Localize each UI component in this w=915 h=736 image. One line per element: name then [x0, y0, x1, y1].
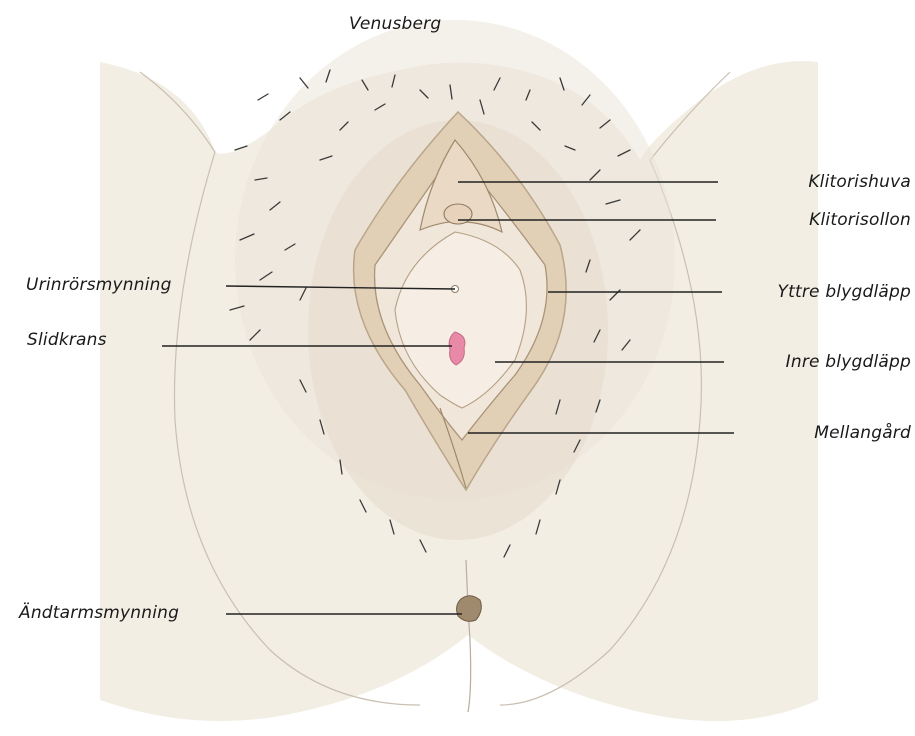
- vaginal-opening-shape: [449, 332, 465, 365]
- label-venusberg: Venusberg: [349, 14, 441, 34]
- label-klitorisollon: Klitorisollon: [809, 210, 911, 230]
- label-klitorishuva: Klitorishuva: [808, 172, 911, 192]
- label-yttre-blygdlapp: Yttre blygdläpp: [778, 282, 911, 302]
- label-inre-blygdlapp: Inre blygdläpp: [786, 352, 911, 372]
- label-slidkrans: Slidkrans: [27, 330, 107, 350]
- anus-shape: [457, 596, 482, 622]
- label-andtarmsmynning: Ändtarmsmynning: [19, 603, 179, 623]
- glans-shape: [444, 204, 472, 224]
- label-urinrorsmynning: Urinrörsmynning: [26, 275, 172, 295]
- label-mellangard: Mellangård: [814, 423, 911, 443]
